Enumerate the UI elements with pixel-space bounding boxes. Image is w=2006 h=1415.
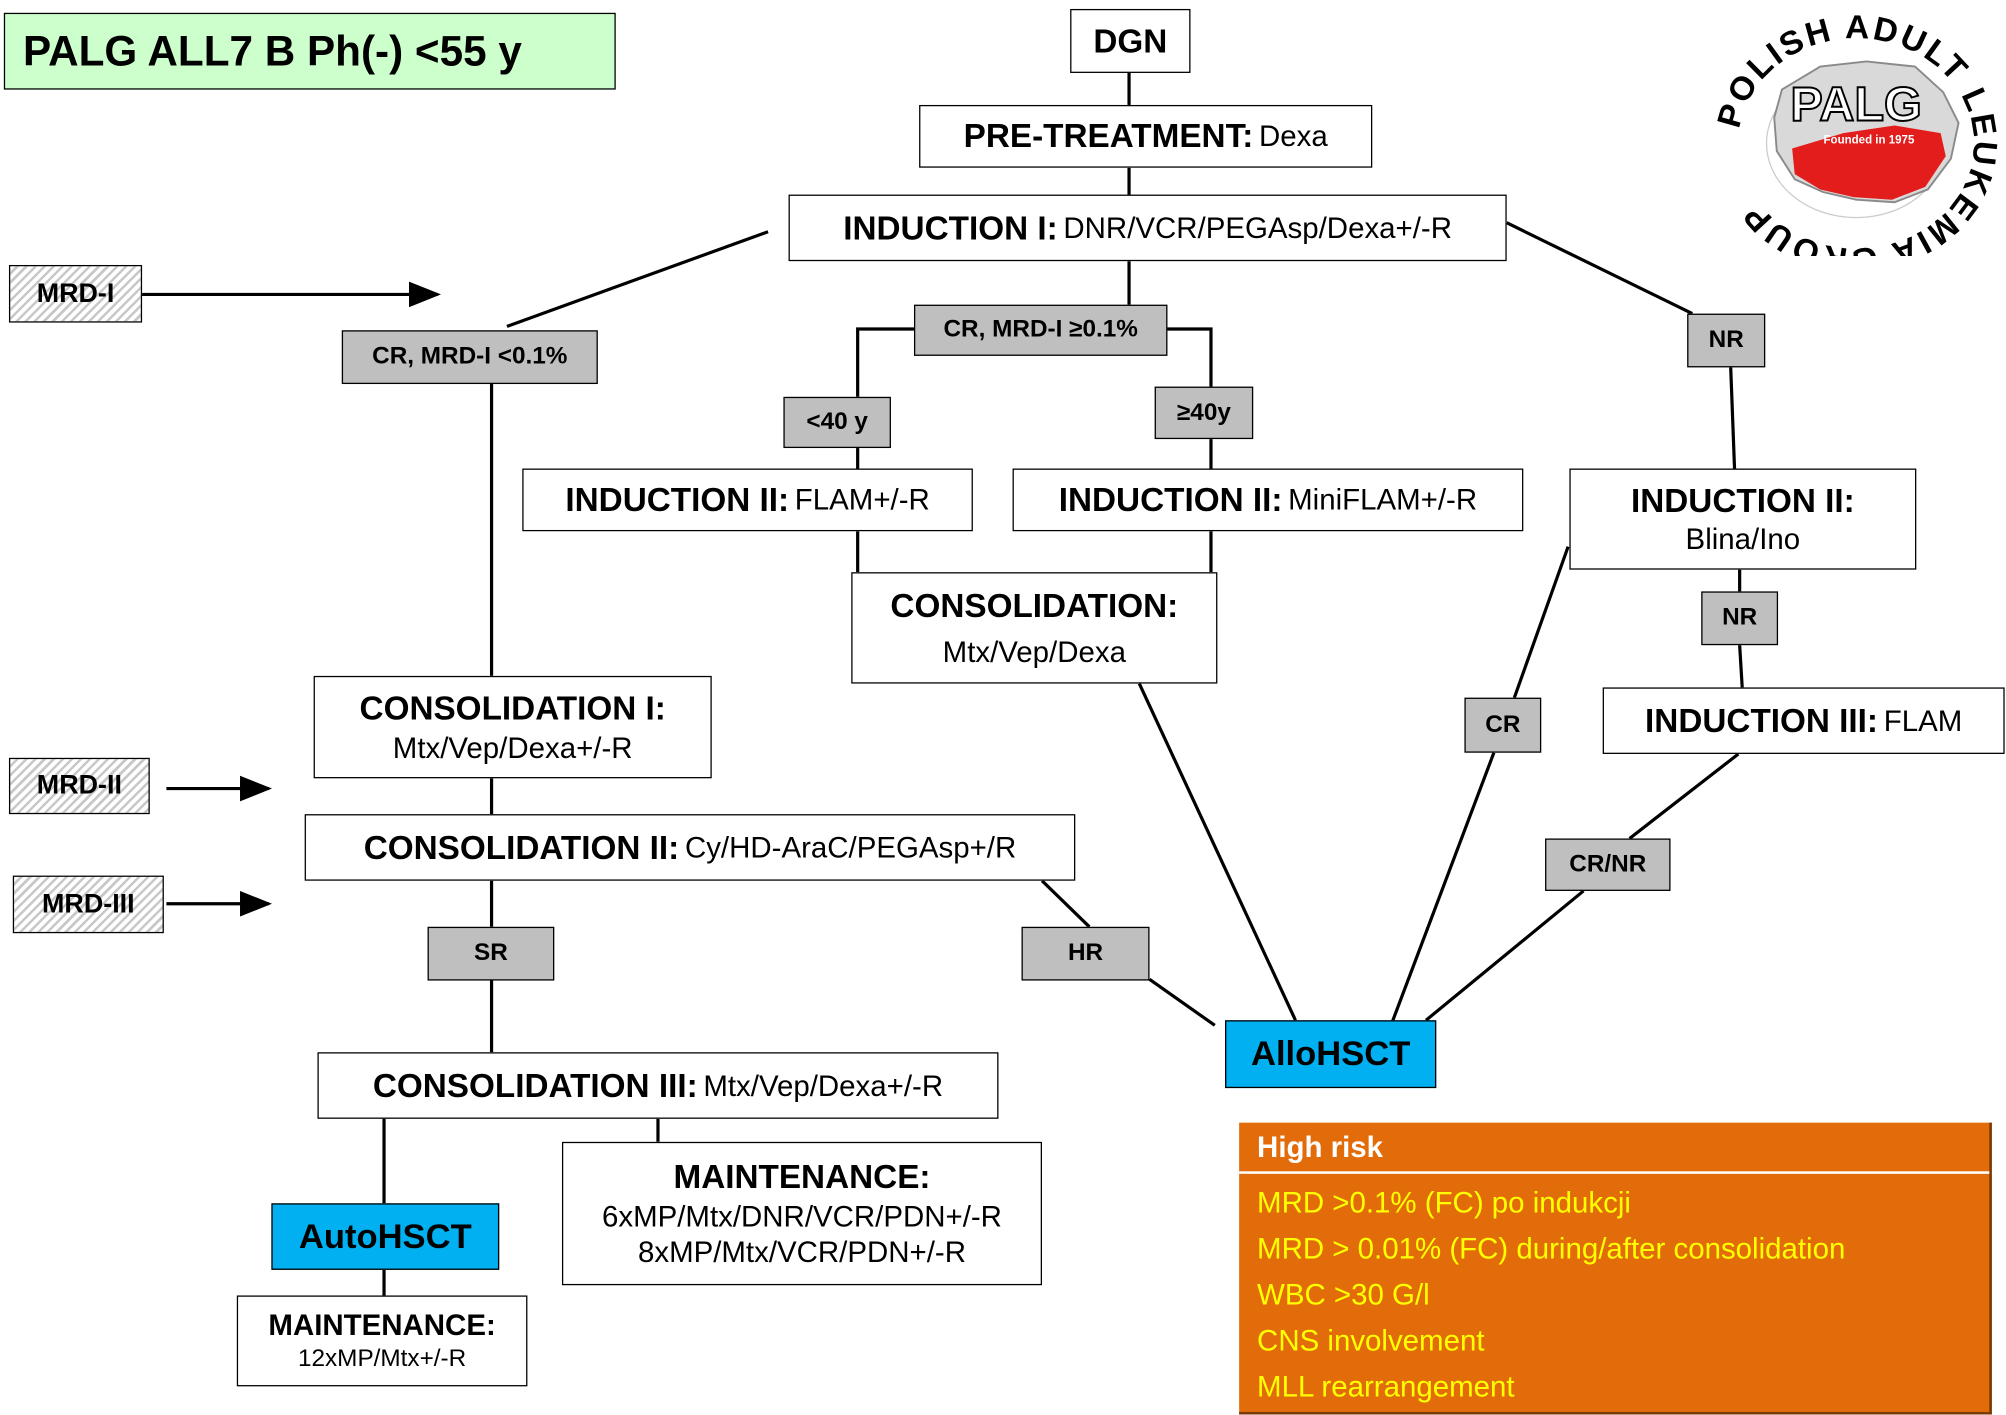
condition-cr: CR: [1464, 697, 1542, 753]
induction2-flam-detail: FLAM+/-R: [794, 482, 930, 517]
consolidation-mid-label: CONSOLIDATION:: [890, 586, 1179, 625]
link-consolidation2-hr: [1040, 879, 1091, 928]
maintenance-auto-node: MAINTENANCE: 12xMP/Mtx+/-R: [236, 1295, 528, 1387]
induction2-blina-detail: Blina/Ino: [1685, 522, 1801, 557]
high-risk-title: High risk: [1239, 1123, 1990, 1174]
high-risk-item: CNS involvement: [1257, 1323, 1485, 1357]
consolidation-mid-node: CONSOLIDATION: Mtx/Vep/Dexa: [851, 572, 1218, 684]
maintenance-main-label: MAINTENANCE:: [673, 1157, 931, 1196]
link-nr2-induction3: [1738, 645, 1744, 688]
link-crnr-allohsct: [1425, 889, 1585, 1022]
maintenance-main-line1: 6xMP/Mtx/DNR/VCR/PDN+/-R: [601, 1198, 1002, 1233]
consolidation2-node: CONSOLIDATION II: Cy/HD-AraC/PEGAsp+/R: [304, 814, 1076, 881]
link-consolidation-allohsct: [1137, 682, 1297, 1021]
induction2-miniflam-node: INDUCTION II: MiniFLAM+/-R: [1012, 468, 1524, 532]
page-title: PALG ALL7 B Ph(-) <55 y: [3, 12, 616, 90]
induction2-flam-label: INDUCTION II:: [565, 480, 790, 519]
condition-age-ge40: ≥40y: [1154, 386, 1254, 440]
high-risk-item: MLL rearrangement: [1257, 1369, 1515, 1403]
consolidation3-label: CONSOLIDATION III:: [372, 1066, 698, 1105]
palg-logo: PALG Founded in 1975 POLISH ADULT LEUKEM…: [1711, 9, 2001, 256]
induction2-blina-node: INDUCTION II: Blina/Ino: [1569, 468, 1917, 570]
maintenance-auto-detail: 12xMP/Mtx+/-R: [297, 1345, 467, 1373]
consolidation2-detail: Cy/HD-AraC/PEGAsp+/R: [684, 830, 1017, 864]
link-hr-allohsct: [1148, 977, 1216, 1027]
pretreatment-node: PRE-TREATMENT: Dexa: [919, 104, 1373, 168]
autohsct-node: AutoHSCT: [271, 1203, 500, 1270]
pretreatment-label: PRE-TREATMENT:: [963, 116, 1254, 156]
condition-cr-nr: CR/NR: [1545, 838, 1671, 891]
induction2-miniflam-detail: MiniFLAM+/-R: [1288, 482, 1478, 517]
allohsct-node: AlloHSCT: [1225, 1020, 1437, 1089]
maintenance-auto-label: MAINTENANCE:: [268, 1308, 496, 1342]
link-cr-high-ge40: [1167, 327, 1213, 387]
condition-sr: SR: [427, 926, 555, 981]
high-risk-item: WBC >30 G/l: [1257, 1277, 1430, 1311]
mrd-marker-1: MRD-I: [8, 264, 143, 323]
induction3-node: INDUCTION III: FLAM: [1602, 687, 2005, 754]
link-blina-cr: [1512, 546, 1570, 699]
induction2-flam-node: INDUCTION II: FLAM+/-R: [522, 468, 973, 532]
condition-nr-top: NR: [1687, 313, 1766, 368]
link-cr-allohsct: [1389, 752, 1496, 1025]
consolidation1-node: CONSOLIDATION I: Mtx/Vep/Dexa+/-R: [313, 675, 712, 779]
consolidation1-label: CONSOLIDATION I:: [359, 689, 666, 728]
logo-center-text: PALG: [1790, 77, 1921, 131]
consolidation2-label: CONSOLIDATION II:: [363, 827, 680, 867]
consolidation-mid-detail: Mtx/Vep/Dexa: [942, 635, 1126, 669]
maintenance-main-node: MAINTENANCE: 6xMP/Mtx/DNR/VCR/PDN+/-R 8x…: [561, 1141, 1043, 1286]
condition-cr-mrd-low: CR, MRD-I <0.1%: [341, 330, 598, 385]
dgn-node: DGN: [1070, 8, 1191, 73]
condition-nr-mid: NR: [1701, 591, 1779, 646]
poland-map-red-icon: [1792, 125, 1946, 200]
induction1-node: INDUCTION I: DNR/VCR/PEGAsp/Dexa+/-R: [788, 194, 1507, 262]
high-risk-item: MRD >0.1% (FC) po indukcji: [1257, 1185, 1631, 1219]
logo-founded-text: Founded in 1975: [1824, 134, 1915, 146]
induction3-detail: FLAM: [1883, 703, 1963, 737]
condition-cr-mrd-high: CR, MRD-I ≥0.1%: [913, 304, 1168, 356]
induction2-blina-label: INDUCTION II:: [1630, 481, 1855, 520]
condition-age-lt40: <40 y: [783, 396, 891, 449]
high-risk-panel: High risk MRD >0.1% (FC) po indukcji MRD…: [1239, 1122, 1992, 1415]
link-induction1-nr: [1505, 221, 1693, 316]
link-cr-high-lt40: [856, 327, 914, 397]
induction2-miniflam-label: INDUCTION II:: [1058, 480, 1283, 519]
consolidation1-detail: Mtx/Vep/Dexa+/-R: [392, 730, 633, 765]
induction3-label: INDUCTION III:: [1645, 701, 1879, 740]
mrd-marker-3: MRD-III: [12, 875, 164, 934]
link-nr-blina: [1729, 367, 1737, 469]
induction1-label: INDUCTION I:: [843, 208, 1058, 247]
consolidation3-detail: Mtx/Vep/Dexa+/-R: [703, 1068, 944, 1102]
link-induction1-cr-low: [506, 230, 769, 328]
high-risk-item: MRD > 0.01% (FC) during/after consolidat…: [1257, 1231, 1846, 1265]
maintenance-main-line2: 8xMP/Mtx/VCR/PDN+/-R: [637, 1235, 966, 1269]
pretreatment-detail: Dexa: [1258, 119, 1328, 153]
induction1-detail: DNR/VCR/PEGAsp/Dexa+/-R: [1063, 210, 1452, 245]
mrd-marker-2: MRD-II: [8, 757, 150, 815]
consolidation3-node: CONSOLIDATION III: Mtx/Vep/Dexa+/-R: [317, 1052, 999, 1119]
link-induction3-crnr: [1628, 752, 1740, 840]
condition-hr: HR: [1021, 926, 1150, 981]
